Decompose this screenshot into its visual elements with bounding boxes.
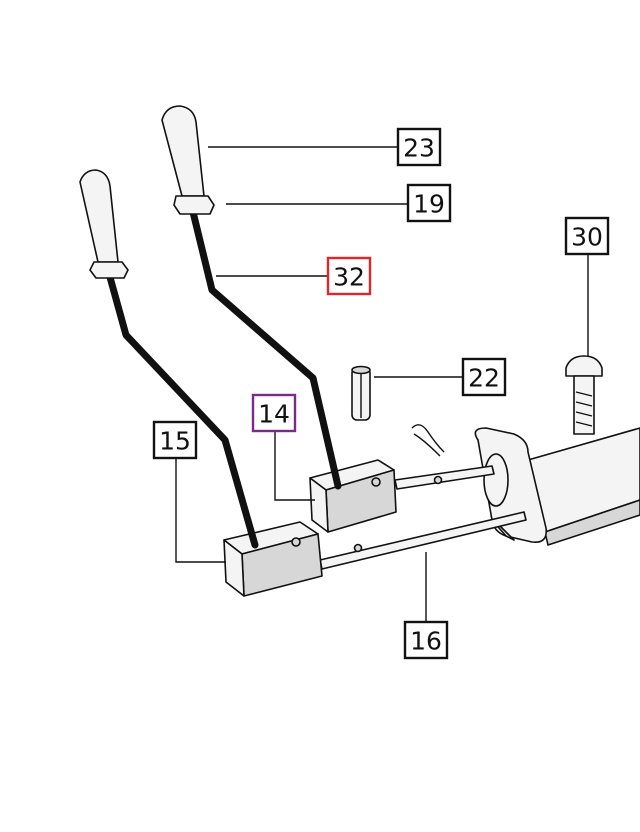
callout-23: 23 (396, 127, 442, 167)
roll-pin-part (351, 365, 371, 421)
shaft-assembly (474, 427, 640, 546)
callout-15: 15 (152, 420, 198, 460)
left-lever (79, 169, 259, 549)
callout-30: 30 (564, 216, 610, 256)
svg-text:30: 30 (571, 223, 603, 252)
svg-text:23: 23 (403, 134, 435, 163)
lever-block-14 (309, 459, 397, 533)
callout-22: 22 (461, 357, 507, 397)
svg-text:14: 14 (258, 400, 290, 429)
callout-14: 14 (251, 393, 297, 433)
spring-clip (411, 424, 445, 457)
svg-text:22: 22 (468, 364, 500, 393)
svg-text:32: 32 (333, 263, 365, 292)
callout-32: 32 (326, 256, 372, 296)
callout-19: 19 (406, 183, 452, 223)
svg-text:16: 16 (410, 627, 442, 656)
lever-block-15 (223, 521, 323, 597)
leader-lines (175, 146, 589, 621)
bolt-part (565, 355, 603, 435)
pin-rods (319, 465, 527, 570)
highlighted-lever-32 (161, 105, 342, 490)
svg-text:15: 15 (159, 427, 191, 456)
svg-text:19: 19 (413, 190, 445, 219)
callout-16: 16 (403, 620, 449, 660)
